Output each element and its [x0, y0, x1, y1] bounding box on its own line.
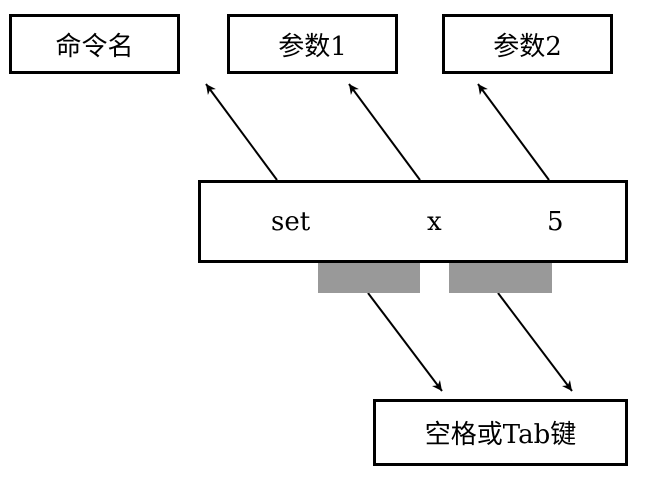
arrow-from-gap-2	[497, 292, 573, 392]
command-line-box: set x 5	[198, 180, 628, 263]
separator-label: 空格或Tab键	[424, 420, 577, 450]
separator-gap-1	[318, 263, 420, 293]
token-command: set	[271, 206, 311, 237]
command-name-label: 命令名	[55, 31, 134, 62]
command-name-box: 命令名	[9, 14, 180, 74]
token-arg2: 5	[547, 206, 564, 237]
separator-box: 空格或Tab键	[373, 399, 628, 466]
arrow-to-arg1	[348, 83, 421, 181]
arg2-label: 参数2	[493, 31, 562, 62]
arg1-label: 参数1	[278, 31, 347, 62]
arrow-from-gap-1	[367, 292, 443, 392]
arg2-box: 参数2	[442, 14, 613, 74]
arrow-to-arg2	[477, 83, 550, 181]
arg1-box: 参数1	[227, 14, 398, 74]
separator-gap-2	[449, 263, 552, 293]
token-arg1: x	[427, 206, 442, 237]
arrow-to-command-name	[205, 83, 278, 181]
